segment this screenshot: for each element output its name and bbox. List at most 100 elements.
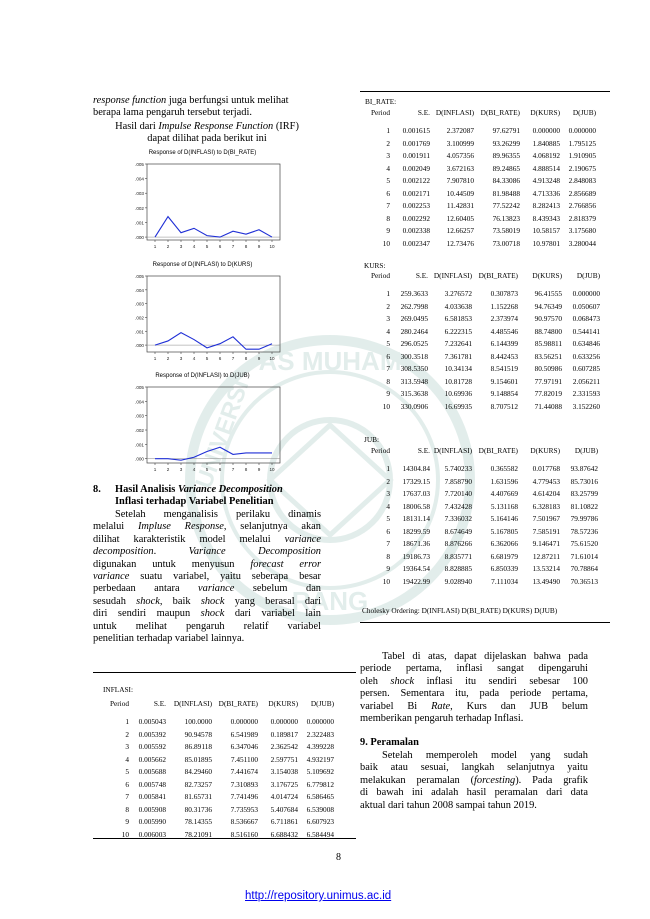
table-cell: 4.399228 <box>306 742 334 752</box>
table-cell: 90.97570 <box>534 314 562 324</box>
table-cell: 7.310893 <box>230 779 258 789</box>
table-cell: 10.44509 <box>446 188 474 198</box>
table-cell: 0.000000 <box>230 717 258 727</box>
table-cell: 84.33086 <box>492 176 520 186</box>
table-cell: 7 <box>386 364 390 374</box>
intro-italic: response function <box>93 95 167 106</box>
chart-title: Response of D(INFLASI) to D(JUB) <box>155 373 250 379</box>
table-cell: 89.96355 <box>492 151 520 161</box>
table-cell: 6.541989 <box>230 729 258 739</box>
table-cell: 5 <box>125 767 129 777</box>
irf-chart-1: Response of D(INFLASI) to D(BI_RATE) .00… <box>115 150 290 258</box>
table-cell: 4.888514 <box>532 163 560 173</box>
table-cell: 0.000000 <box>532 126 560 136</box>
table-cell: 12.73476 <box>446 238 474 248</box>
table-cell: 4.057356 <box>446 151 474 161</box>
table-cell: 4.033638 <box>444 301 472 311</box>
table-cell: 5.740233 <box>444 464 472 474</box>
column-header: D(JUB) <box>310 698 334 708</box>
column-header: D(BI_RATE) <box>478 270 518 280</box>
table-cell: 9.146471 <box>532 539 560 549</box>
table-cell: 2.766856 <box>568 201 596 211</box>
x-tick-label: 8 <box>245 467 248 472</box>
table-cell: 0.607285 <box>572 364 600 374</box>
intro-rest: juga berfungsi untuk melihat <box>166 95 289 106</box>
table-cell: 8.442453 <box>490 351 518 361</box>
table-cell: 83.56251 <box>534 351 562 361</box>
y-tick-label: .004 <box>135 288 144 293</box>
table-cell: 81.65731 <box>184 792 212 802</box>
table-cell: 3 <box>386 314 390 324</box>
response-line <box>154 215 273 238</box>
text-line: Setelah menganalisis perilaku dinamis <box>115 509 321 520</box>
table-cell: 2.331593 <box>572 389 600 399</box>
section-title-pre: Hasil Analisis <box>115 484 178 495</box>
column-header: D(KURS) <box>530 445 560 455</box>
intro-paragraph: response function juga berfungsi untuk m… <box>93 95 321 120</box>
table-cell: 12.60405 <box>446 213 474 223</box>
table-cell: 94.76349 <box>534 301 562 311</box>
y-tick-label: .004 <box>135 399 144 404</box>
x-tick-label: 6 <box>219 356 222 361</box>
table-cell: 3 <box>386 151 390 161</box>
x-tick-label: 9 <box>258 244 261 249</box>
table-cell: 0.005392 <box>138 729 166 739</box>
table-cell: 6 <box>386 351 390 361</box>
table-cell: 0.002049 <box>402 163 430 173</box>
table-cell: 9.148854 <box>490 389 518 399</box>
table-cell: 8.536667 <box>230 817 258 827</box>
table-cell: 1 <box>386 464 390 474</box>
table-cell: 80.31736 <box>184 804 212 814</box>
table-cell: 7 <box>125 792 129 802</box>
table-cell: 0.365582 <box>490 464 518 474</box>
column-header: D(BI_RATE) <box>218 698 258 708</box>
table-cell: 12.66257 <box>446 226 474 236</box>
table-cell: 0.001615 <box>402 126 430 136</box>
table-cell: 4.485546 <box>490 326 518 336</box>
table-cell: 16.69935 <box>444 401 472 411</box>
x-tick-label: 4 <box>193 244 196 249</box>
table-cell: 71.61014 <box>570 551 598 561</box>
table-cell: 13.49490 <box>532 576 560 586</box>
text-line: Tabel di atas, dapat dijelaskan bahwa pa… <box>382 651 588 662</box>
column-header: D(KURS) <box>532 270 562 280</box>
table-label: INFLASI: <box>103 685 133 694</box>
table-cell: 9 <box>386 564 390 574</box>
column-header: D(KURS) <box>268 698 298 708</box>
table-cell: 93.26299 <box>492 138 520 148</box>
table-cell: 4.779453 <box>532 476 560 486</box>
table-cell: 7.361781 <box>444 351 472 361</box>
table-cell: 0.050607 <box>572 301 600 311</box>
table-cell: 2.818379 <box>568 213 596 223</box>
table-cell: 300.3518 <box>400 351 428 361</box>
repository-link[interactable]: http://repository.unimus.ac.id <box>245 890 392 902</box>
column-header: Period <box>370 107 390 117</box>
text-line: sesudah shock, baik shock yang berasal d… <box>93 595 321 607</box>
table-cell: 4.614204 <box>532 489 560 499</box>
table-cell: 2.322483 <box>306 729 334 739</box>
table-cell: 7.735953 <box>230 804 258 814</box>
x-tick-label: 4 <box>193 356 196 361</box>
table-cell: 7.441674 <box>230 767 258 777</box>
response-line <box>154 332 273 350</box>
table-cell: 77.82019 <box>534 389 562 399</box>
column-header: S.E. <box>417 107 430 117</box>
table-cell: 10.81728 <box>444 376 472 386</box>
x-tick-label: 8 <box>245 244 248 249</box>
text-line: melakukan peramalan (forcesting). Pada g… <box>360 774 589 786</box>
svg-text:RANG: RANG <box>292 586 369 616</box>
table-cell: 6.850339 <box>490 564 518 574</box>
